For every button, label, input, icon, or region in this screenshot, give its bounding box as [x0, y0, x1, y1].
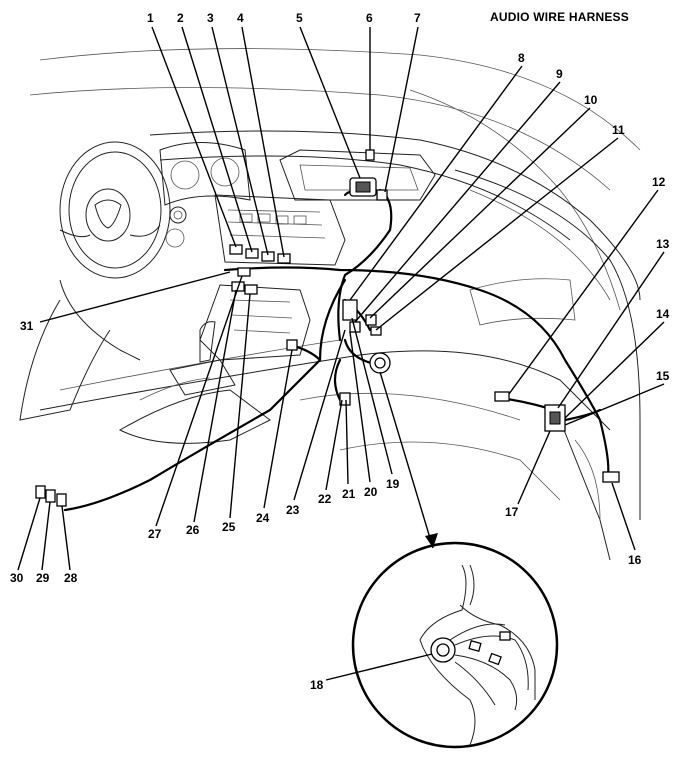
wire-harness — [63, 188, 610, 512]
callout-12: 12 — [652, 175, 666, 189]
callout-6: 6 — [366, 11, 373, 25]
callout-30: 30 — [10, 571, 24, 585]
callout-2: 2 — [177, 11, 184, 25]
callout-29: 29 — [36, 571, 50, 585]
harness-connectors — [35, 149, 620, 507]
vehicle-interior-sketch — [19, 48, 641, 561]
callout-4: 4 — [237, 11, 244, 25]
callout-27: 27 — [148, 527, 162, 541]
callout-10: 10 — [584, 93, 598, 107]
callout-26: 26 — [186, 523, 200, 537]
callout-25: 25 — [222, 520, 236, 534]
callout-numbers: 1 2 3 4 5 6 7 8 9 10 11 12 13 14 15 16 1… — [10, 11, 670, 692]
callout-7: 7 — [414, 11, 421, 25]
callout-19: 19 — [386, 477, 400, 491]
callout-1: 1 — [147, 11, 154, 25]
callout-20: 20 — [364, 485, 378, 499]
callout-15: 15 — [656, 369, 670, 383]
callout-17: 17 — [505, 505, 519, 519]
callout-9: 9 — [556, 67, 563, 81]
callout-28: 28 — [64, 571, 78, 585]
callout-8: 8 — [518, 51, 525, 65]
callout-leaders — [17, 26, 665, 681]
callout-16: 16 — [628, 553, 642, 567]
callout-13: 13 — [656, 237, 670, 251]
callout-21: 21 — [342, 487, 356, 501]
callout-18: 18 — [310, 678, 324, 692]
callout-24: 24 — [256, 511, 270, 525]
callout-22: 22 — [318, 492, 332, 506]
callout-14: 14 — [656, 307, 670, 321]
callout-11: 11 — [612, 123, 625, 137]
diagram-title: AUDIO WIRE HARNESS — [490, 10, 629, 24]
detail-inset — [351, 371, 559, 749]
callout-5: 5 — [296, 11, 303, 25]
callout-31: 31 — [20, 319, 34, 333]
callout-3: 3 — [207, 11, 214, 25]
callout-23: 23 — [286, 503, 300, 517]
